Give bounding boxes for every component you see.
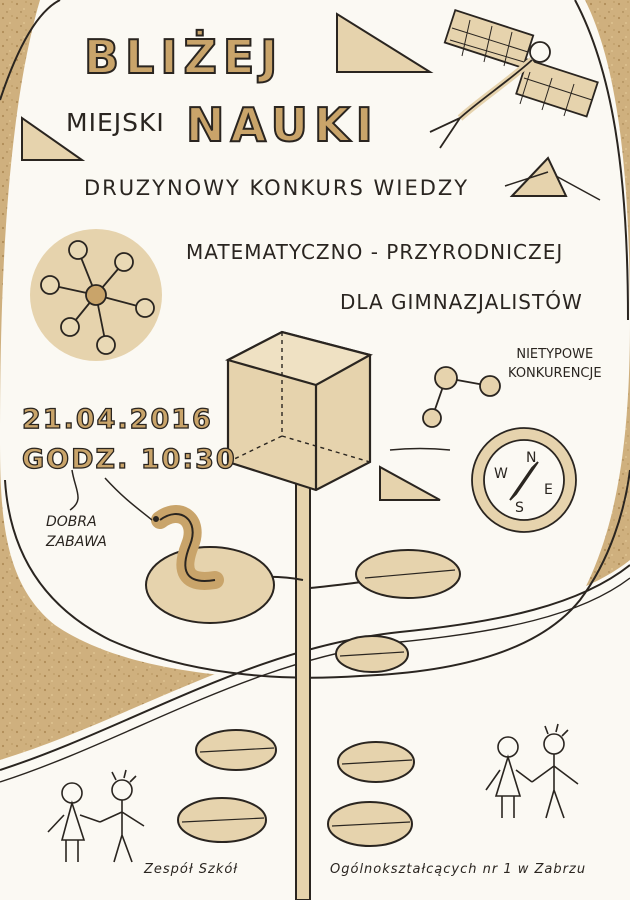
subtitle-line-1: DRUZYNOWY KONKURS WIEDZY <box>84 176 470 200</box>
compass-letter-w: W <box>494 466 508 482</box>
footer-school-left: Zespół Szkół <box>144 862 239 877</box>
triangle-top <box>336 12 434 73</box>
note-fun: DOBRA ZABAWA <box>46 512 107 552</box>
event-time: GODZ. 10:30 <box>21 443 237 475</box>
title-small: MIEJSKI <box>66 108 165 137</box>
subtitle-line-3: DLA GIMNAZJALISTÓW <box>340 290 583 314</box>
compass-letter-e: E <box>544 482 553 498</box>
note-fun-line-1: DOBRA <box>46 514 97 530</box>
plant-illustration <box>177 481 461 900</box>
title-line-2: NAUKI <box>185 97 379 153</box>
event-date: 21.04.2016 <box>21 403 213 435</box>
ink-outline-right <box>574 0 629 321</box>
note-atypical: NIETYPOWE KONKURENCJE <box>508 345 602 383</box>
compass-icon <box>471 427 577 533</box>
note-fun-line-2: ZABAWA <box>46 534 107 550</box>
small-molecule-icon <box>422 366 501 428</box>
subtitle-line-2: MATEMATYCZNO - PRZYRODNICZEJ <box>186 240 564 264</box>
compass-letter-s: S <box>515 500 524 516</box>
cube-icon <box>225 330 373 492</box>
worm-icon <box>145 505 275 624</box>
molecule-icon <box>40 240 155 355</box>
ink-outline-blob-bottom <box>4 469 630 679</box>
flying-inventor-icon <box>429 9 599 149</box>
motion-arc <box>389 447 451 451</box>
triangle-left <box>21 116 86 161</box>
children-right-icon <box>485 723 579 819</box>
note-atypical-line-1: NIETYPOWE <box>516 347 594 362</box>
note-atypical-line-2: KONKURENCJE <box>508 366 602 381</box>
children-left-icon <box>47 769 145 863</box>
prism-icon <box>504 156 601 201</box>
compass-letter-n: N <box>526 450 536 466</box>
footer-school-right: Ogólnokształcących nr 1 w Zabrzu <box>330 862 587 877</box>
pointer-line <box>69 469 153 521</box>
title-line-1: BLIŻEJ <box>83 29 284 85</box>
paper-wave <box>0 560 630 900</box>
triangle-mid <box>379 465 441 501</box>
ink-outline-top <box>0 0 61 101</box>
